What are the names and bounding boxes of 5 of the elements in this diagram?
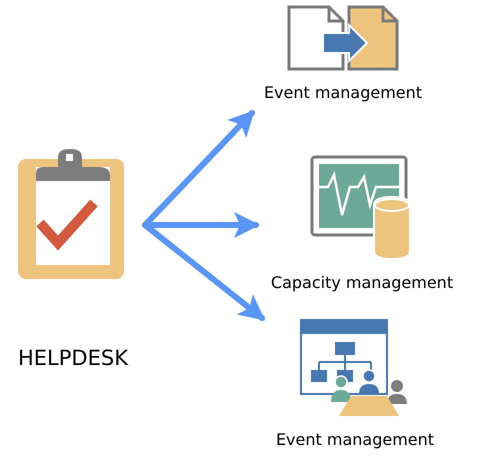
arrow [142,222,266,321]
node-label: Capacity management [270,272,454,294]
node-label: HELPDESK [18,345,128,372]
node-label: Event management [264,82,422,104]
node-label: Event management [276,429,434,451]
